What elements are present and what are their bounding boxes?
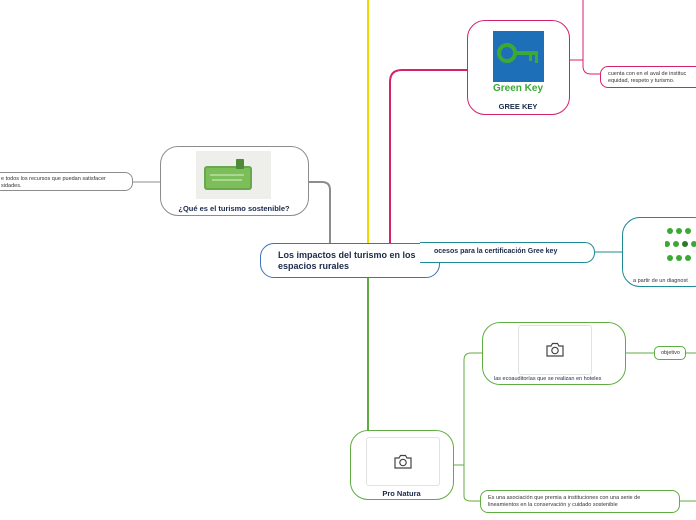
pro-natura-image [366,437,440,486]
que-es-note-text: e todos los recursos que puedan satisfac… [1,176,106,189]
node-pro-natura[interactable]: Pro Natura [350,430,454,500]
node-procesos-image[interactable]: a partir de un diagnost [622,217,696,287]
que-es-label: ¿Qué es el turismo sostenible? [178,204,290,213]
camera-icon [546,342,564,357]
green-key-note-text: cuenta con en el aval de instituc equida… [608,71,687,84]
node-objetivo[interactable]: objetivo [654,346,686,360]
objetivo-label: objetivo [661,350,680,356]
node-green-key[interactable]: Green Key GREE KEY [467,20,570,115]
node-procesos-certificacion[interactable]: ocesos para la certificación Gree key [420,242,595,263]
pro-natura-note[interactable]: Es una asociación que premia a instituci… [480,490,680,513]
procesos-note-text: a partir de un diagnost [633,278,688,284]
ecoauditorias-image [518,325,592,375]
ecoauditorias-label: las ecoauditorías que se realizan en hot… [494,376,602,382]
procesos-label: ocesos para la certificación Gree key [434,248,558,255]
node-que-es-turismo-sostenible[interactable]: ¿Qué es el turismo sostenible? [160,146,309,216]
pro-natura-label: Pro Natura [382,489,421,498]
green-key-note[interactable]: cuenta con en el aval de instituc equida… [600,66,696,88]
node-ecoauditorias[interactable]: las ecoauditorías que se realizan en hot… [482,322,626,385]
central-title: Los impactos del turismo en los espacios… [278,250,416,271]
que-es-note[interactable]: e todos los recursos que puedan satisfac… [0,172,133,191]
sustainability-icons [665,228,696,261]
pro-natura-note-text: Es una asociación que premia a instituci… [488,495,641,508]
green-key-logo-text: Green Key [492,83,544,94]
sustainability-image [196,151,271,199]
central-topic[interactable]: Los impactos del turismo en los espacios… [260,243,440,278]
green-key-label: GREE KEY [498,102,538,111]
camera-icon [394,454,412,469]
key-icon [493,31,544,82]
